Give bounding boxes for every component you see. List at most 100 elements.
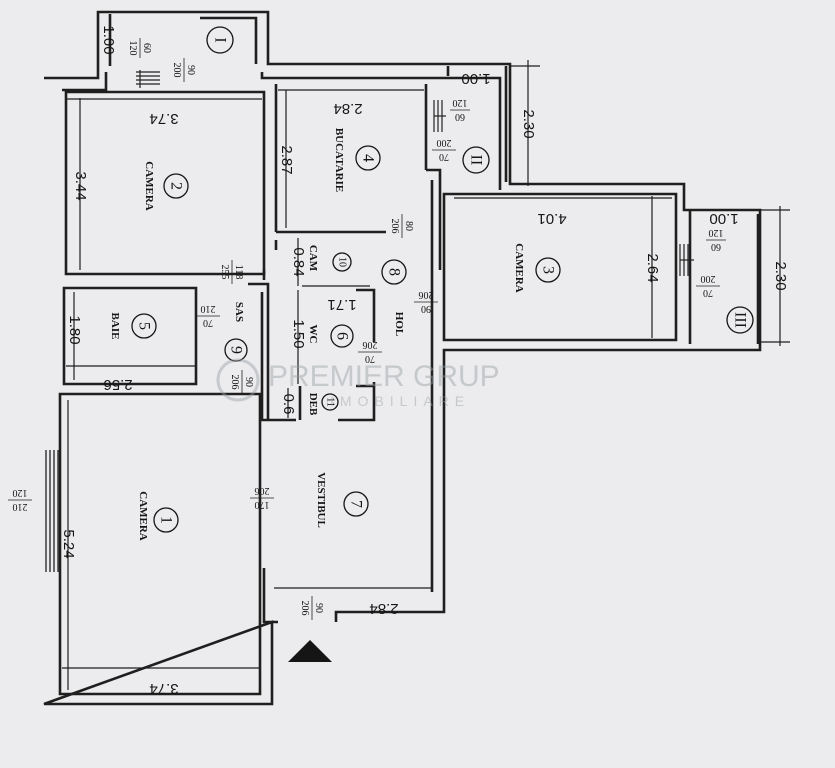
walls [43,10,762,706]
room1-name: CAMERA [137,491,149,541]
opening-kitchen-60-120: 60 120 [450,97,470,122]
svg-text:120: 120 [13,487,28,498]
svg-text:90: 90 [185,65,196,75]
balcony3-num: III [732,312,749,328]
svg-text:206: 206 [389,219,400,234]
svg-text:90: 90 [313,603,324,613]
svg-text:70: 70 [203,317,213,328]
stair-icon-kitchen [433,100,446,132]
room8-marker [381,259,407,285]
dim-180: 1.80 [66,315,83,344]
svg-text:170: 170 [255,499,270,510]
stair-icon-top [136,70,160,88]
svg-text:60: 60 [711,241,721,252]
opening-60-120: 60 120 [127,38,152,58]
dim-374-top: 3.74 [149,110,178,127]
opening-90-200: 90 200 [171,58,196,82]
svg-text:118: 118 [233,265,244,280]
room2-name: CAMERA [143,161,155,211]
dim-230-top: 2.30 [520,109,537,138]
opening-bath-70-210: 70 210 [196,303,220,328]
dim-100-right: 1.00 [709,210,738,227]
opening-kitchen-70-200: 70 200 [432,137,456,162]
room1-num: 1 [158,516,175,524]
dimension-labels: 3.74 3.44 2.87 2.84 2.30 1.00 1.00 4.01 … [60,25,789,697]
balcony2-walls [446,66,508,182]
room4-marker [355,145,381,171]
room11-num: 11 [325,397,336,407]
room6-marker [330,324,354,348]
room5-num: 5 [136,322,153,330]
room6-name: WC [307,325,319,344]
svg-text:200: 200 [701,273,716,284]
partitions [248,240,278,420]
svg-text:200: 200 [171,63,182,78]
svg-text:255: 255 [219,265,230,280]
room3-name: CAMERA [513,243,525,293]
room11-name: DEB [307,393,319,416]
room1-inner [58,392,262,696]
dim-284-top: 2.84 [333,100,362,117]
room4-num: 4 [360,154,377,162]
svg-text:90: 90 [243,377,254,387]
watermark-logo-icon [216,358,260,402]
room10-name: CAM [307,245,319,272]
dim-084: 0.84 [290,247,307,276]
room5-inner [62,286,198,386]
room4-wall [274,84,442,270]
dim-401: 4.01 [537,210,566,227]
window-left [45,450,59,572]
svg-text:210: 210 [201,303,216,314]
balcony2-num: II [468,155,485,166]
vestibul-walls [262,180,434,624]
room9-num: 9 [228,346,245,354]
svg-text:120: 120 [453,97,468,108]
room10-num: 10 [337,257,348,267]
outer-wall [43,10,762,706]
room9-name: SAS [233,302,245,322]
opening-labels: 60 120 90 200 60 120 70 200 80 206 118 2… [8,38,726,620]
svg-text:206: 206 [363,339,378,350]
svg-text:70: 70 [365,353,375,364]
svg-text:200: 200 [437,137,452,148]
room-labels: CAMERA 1 CAMERA 2 CAMERA 3 BUCATARIE 4 B… [109,128,561,541]
dim-374-bottom: 3.74 [149,680,178,697]
watermark-sub: IMOBILIARE [330,393,470,409]
entry-arrow-icon [288,640,332,662]
opening-room3-60-120: 60 120 [706,227,726,252]
room8-name: HOL [393,312,405,336]
svg-text:210: 210 [13,501,28,512]
opening-118-255: 118 255 [219,260,244,284]
opening-hol-90-206: 90 206 [414,289,438,314]
outer-wall-inner [62,72,502,190]
room3-num: 3 [540,266,557,274]
dim-284-bottom: 2.84 [369,600,398,617]
balcony1-marker [206,26,234,54]
room4-name: BUCATARIE [333,128,345,192]
svg-text:70: 70 [703,287,713,298]
svg-text:120: 120 [709,227,724,238]
room2-marker [163,173,189,199]
balcony1-walls [108,14,258,66]
opening-210-120: 210 120 [8,487,32,512]
svg-text:120: 120 [127,41,138,56]
room8-num: 8 [386,268,403,276]
svg-text:80: 80 [403,221,414,231]
room7-name: VESTIBUL [315,472,327,528]
balcony3-walls [688,210,760,344]
room9-marker [224,338,248,362]
wc-walls [260,288,376,422]
balcony1-num: I [212,37,229,42]
stair-icon-room3 [679,244,694,276]
watermark-brand: PREMIER GRUP [268,360,500,393]
room10-marker [332,252,352,272]
room3-inner [442,192,678,342]
room1-marker [153,507,179,533]
dim-230-right: 2.30 [772,261,789,290]
room7-num: 7 [348,500,365,508]
watermark: PREMIER GRUP IMOBILIARE [216,358,500,409]
svg-text:60: 60 [455,111,465,122]
opening-wc-70-206: 70 206 [358,339,382,364]
dim-060: 0.6 [280,394,297,415]
balcony3-marker [726,306,754,334]
